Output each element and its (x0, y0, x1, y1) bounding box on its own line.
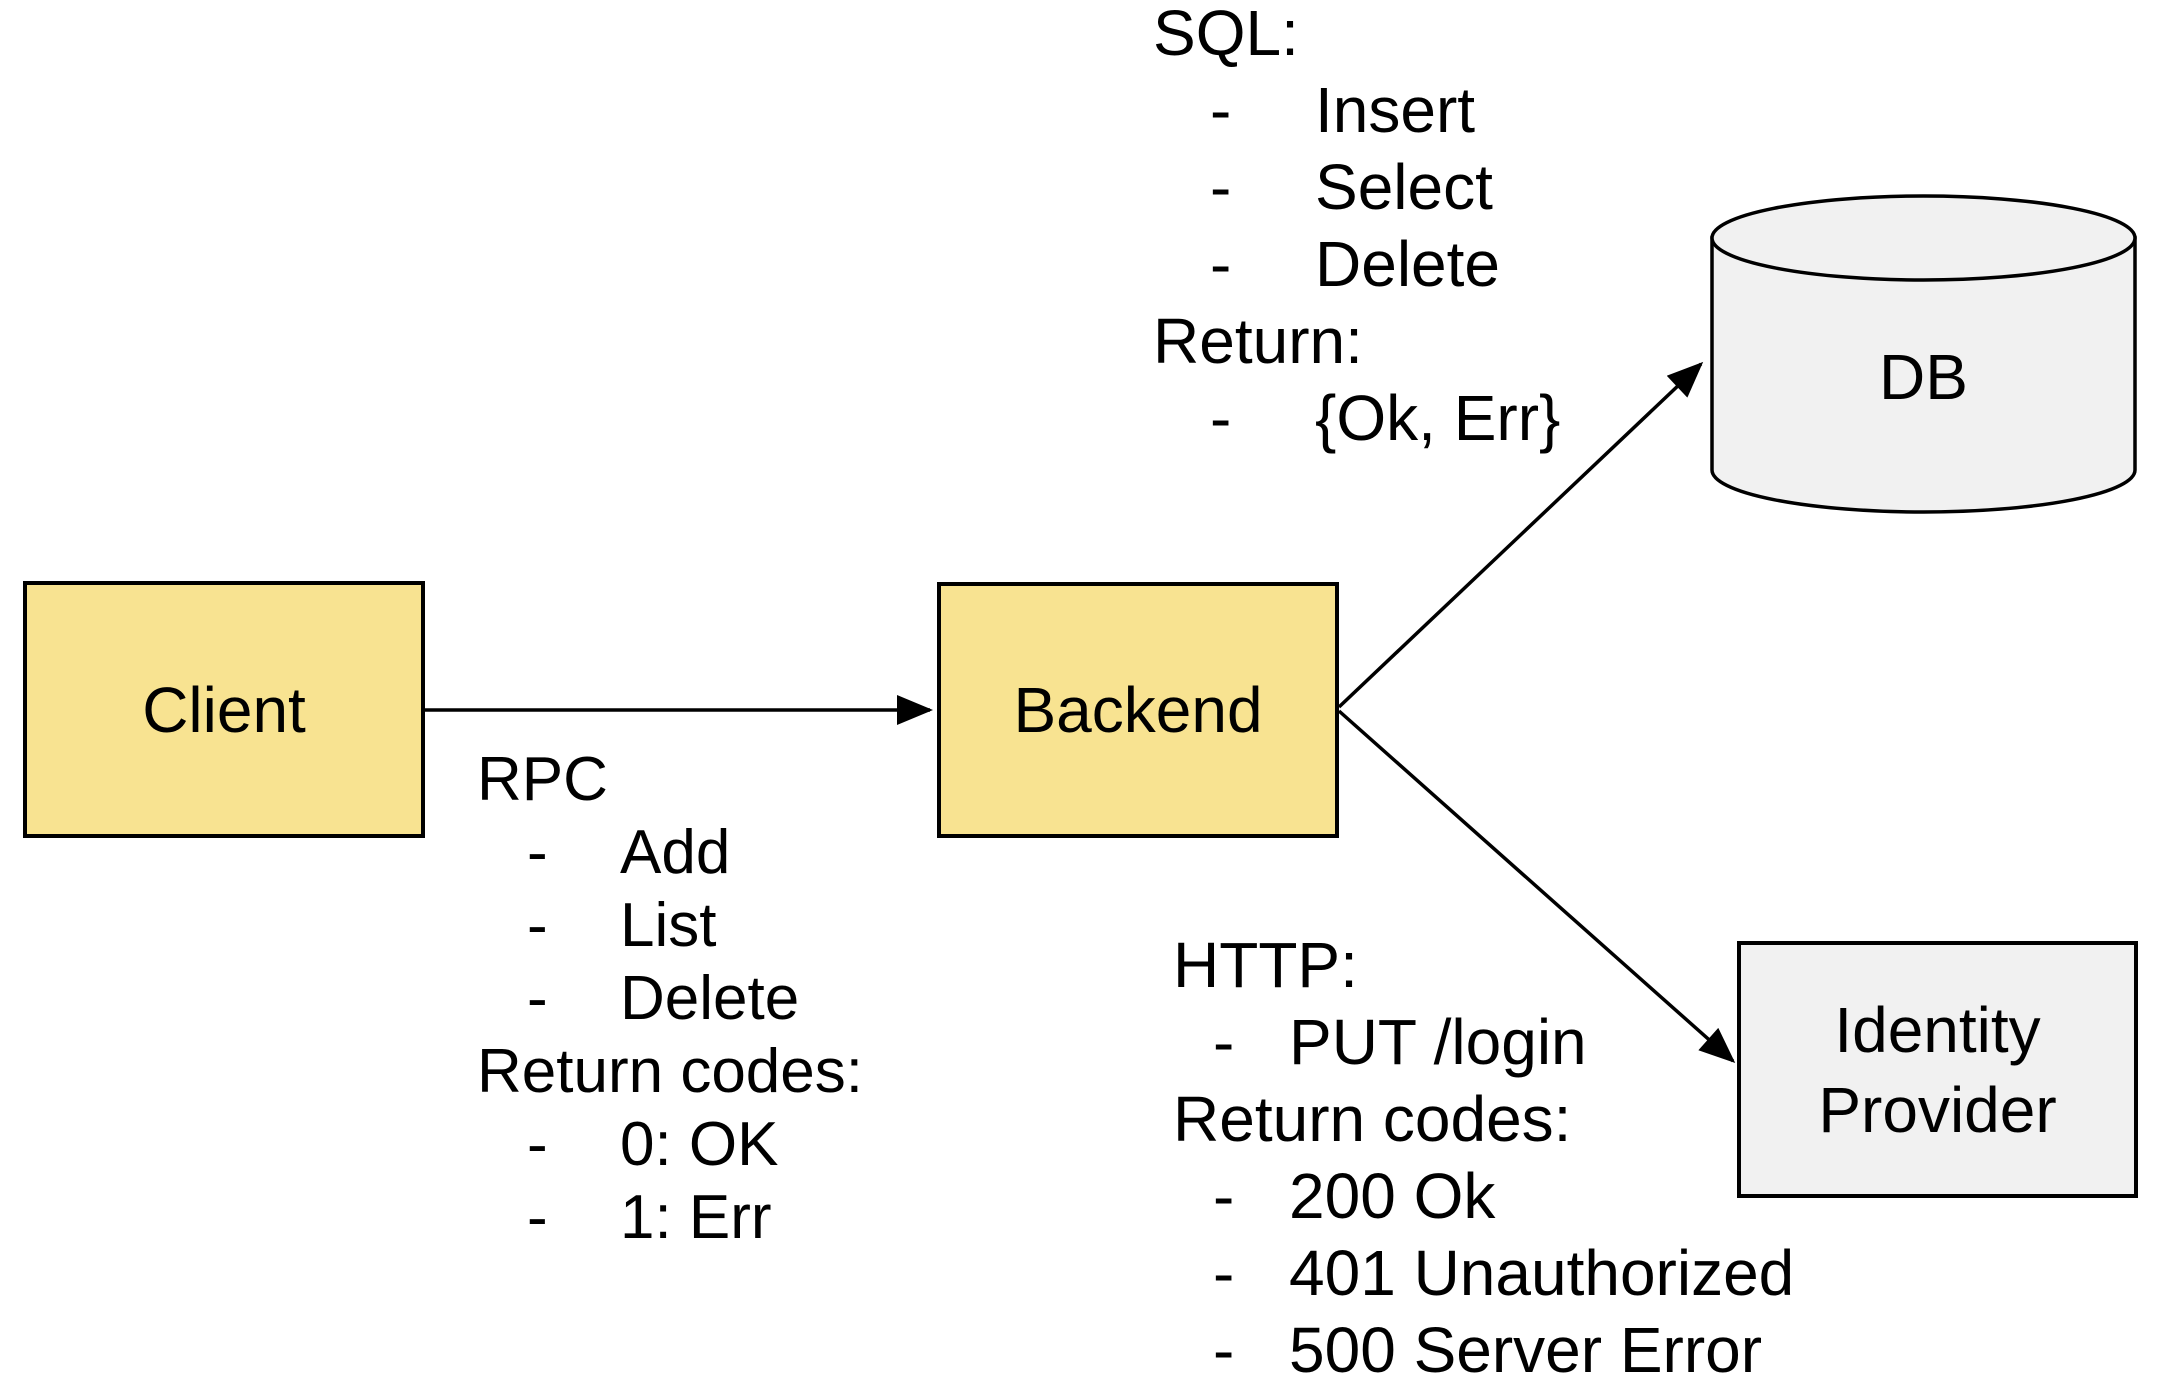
sql-return-title: Return: (1153, 305, 1363, 377)
rpc-item-label: List (620, 891, 717, 960)
rpc-item: - Add (477, 816, 863, 889)
rpc-item-label: Delete (620, 964, 800, 1033)
bullet-dash: - (1210, 74, 1232, 146)
bullet-dash: - (1213, 1314, 1235, 1386)
bullet-dash: - (1210, 228, 1232, 300)
identity-provider-node: Identity Provider (1737, 941, 2138, 1198)
bullet-dash: - (527, 891, 548, 960)
sql-return-item-label: {Ok, Err} (1315, 382, 1561, 454)
http-return-title: Return codes: (1173, 1083, 1572, 1155)
bullet-dash: - (1213, 1160, 1235, 1232)
http-annotation: HTTP: -PUT /login Return codes: -200 Ok … (1173, 927, 1794, 1389)
http-return-item-label: 500 Server Error (1289, 1314, 1763, 1386)
http-return-item: -500 Server Error (1173, 1312, 1794, 1389)
sql-item-label: Insert (1315, 74, 1476, 146)
db-node-label: DB (1879, 341, 1968, 413)
bullet-dash: - (527, 1110, 548, 1179)
http-return-item-label: 401 Unauthorized (1289, 1237, 1795, 1309)
backend-node-label: Backend (1013, 674, 1263, 746)
sql-title: SQL: (1153, 0, 1299, 69)
sql-item: - Delete (1153, 226, 1560, 303)
sql-item: - Insert (1153, 72, 1560, 149)
http-return-item-label: 200 Ok (1289, 1160, 1496, 1232)
rpc-item: - Delete (477, 962, 863, 1035)
bullet-dash: - (1210, 151, 1232, 223)
rpc-return-item: - 0: OK (477, 1108, 863, 1181)
rpc-return-item: - 1: Err (477, 1181, 863, 1254)
bullet-dash: - (527, 964, 548, 1033)
http-return-item: -200 Ok (1173, 1158, 1794, 1235)
bullet-dash: - (1213, 1006, 1235, 1078)
bullet-dash: - (1210, 382, 1232, 454)
rpc-title: RPC (477, 745, 608, 814)
rpc-item: - List (477, 889, 863, 962)
bullet-dash: - (527, 1183, 548, 1252)
rpc-return-title: Return codes: (477, 1037, 863, 1106)
sql-item-label: Select (1315, 151, 1493, 223)
sql-return-item: - {Ok, Err} (1153, 380, 1560, 457)
backend-node: Backend (937, 582, 1339, 838)
http-return-item: -401 Unauthorized (1173, 1235, 1794, 1312)
rpc-return-item-label: 0: OK (620, 1110, 779, 1179)
rpc-annotation: RPC - Add - List - Delete Return codes: - 0:… (477, 743, 863, 1254)
http-item: -PUT /login (1173, 1004, 1794, 1081)
db-cylinder (1710, 194, 2137, 514)
http-item-label: PUT /login (1289, 1006, 1587, 1078)
rpc-item-label: Add (620, 818, 731, 887)
bullet-dash: - (527, 818, 548, 887)
client-node-label: Client (142, 673, 306, 746)
sql-annotation: SQL: - Insert - Select - Delete Return: - {O… (1153, 0, 1560, 457)
identity-provider-node-label: Identity Provider (1818, 993, 2057, 1146)
client-node: Client (23, 581, 425, 838)
sql-item-label: Delete (1315, 228, 1500, 300)
bullet-dash: - (1213, 1237, 1235, 1309)
http-title: HTTP: (1173, 929, 1358, 1001)
sql-item: - Select (1153, 149, 1560, 226)
rpc-return-item-label: 1: Err (620, 1183, 772, 1252)
